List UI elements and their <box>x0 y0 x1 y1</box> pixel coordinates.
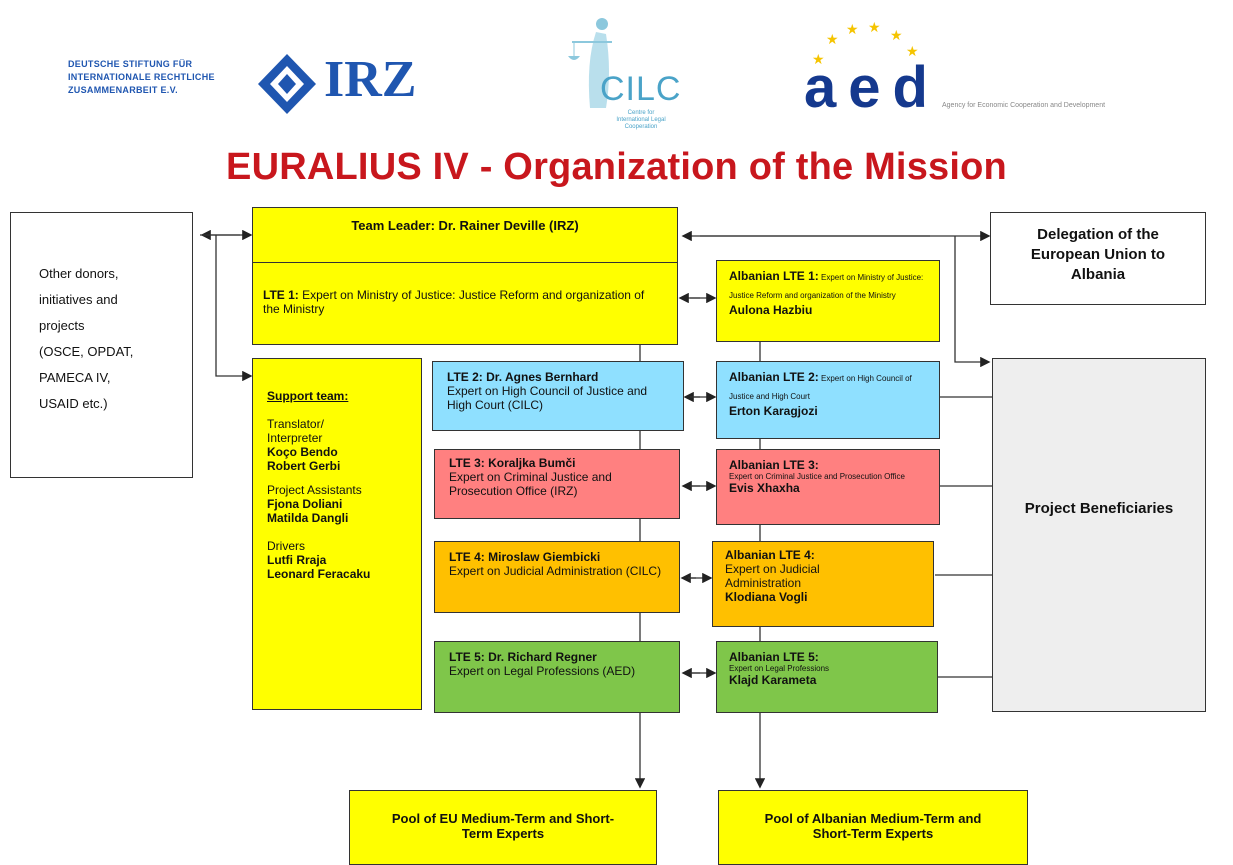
lte3-desc: Expert on Criminal Justice and Prosecuti… <box>449 470 612 498</box>
albanian-lte5-desc: Expert on Legal Professions <box>729 664 830 673</box>
other-donors-line: Other donors, <box>39 266 119 281</box>
lte2-name: LTE 2: Dr. Agnes Bernhard <box>447 370 599 384</box>
albanian-lte5-label: Albanian LTE 5: <box>729 650 819 664</box>
other-donors-box: Other donors, initiatives and projects (… <box>10 212 193 478</box>
irz-logo: DEUTSCHE STIFTUNG FÜR INTERNATIONALE REC… <box>68 51 438 132</box>
lte3-name: LTE 3: Koraljka Bumči <box>449 456 576 470</box>
lte1-text: LTE 1: Expert on Ministry of Justice: Ju… <box>263 288 663 316</box>
lte3-box: LTE 3: Koraljka Bumči Expert on Criminal… <box>434 449 680 519</box>
delegation-box: Delegation of the European Union to Alba… <box>990 212 1206 305</box>
support-team-heading: Support team: <box>267 389 349 403</box>
justice-figure-icon <box>568 18 612 108</box>
albanian-lte5-name: Klajd Karameta <box>729 673 817 687</box>
albanian-lte1-name: Aulona Hazbiu <box>729 303 813 317</box>
drivers-role: Drivers <box>267 539 305 553</box>
albanian-lte2-name: Erton Karagjozi <box>729 404 818 418</box>
irz-wordmark: IRZ <box>324 51 417 108</box>
albanian-lte3-desc: Expert on Criminal Justice and Prosecuti… <box>729 472 905 481</box>
translator-role: Translator/ Interpreter <box>267 417 324 445</box>
cilc-logo: CILC Centre for International Legal Coop… <box>560 12 710 140</box>
svg-text:★: ★ <box>906 44 919 60</box>
cilc-subtitle: Centre for International Legal Cooperati… <box>606 110 676 131</box>
svg-text:★: ★ <box>868 20 881 36</box>
aed-wordmark: aed <box>804 55 940 120</box>
albanian-lte3-box: Albanian LTE 3: Expert on Criminal Justi… <box>716 449 940 525</box>
other-donors-line: USAID etc.) <box>39 396 108 411</box>
svg-text:★: ★ <box>826 32 839 48</box>
albanian-lte5-box: Albanian LTE 5: Expert on Legal Professi… <box>716 641 938 713</box>
lte4-desc: Expert on Judicial Administration (CILC) <box>449 564 662 578</box>
albanian-lte1-desc: Expert on Ministry of Justice: Justice R… <box>729 273 924 300</box>
albanian-lte3-label: Albanian LTE 3: <box>729 458 819 472</box>
albanian-lte2-label: Albanian LTE 2: <box>729 370 819 384</box>
cilc-wordmark: CILC <box>600 70 682 108</box>
albanian-lte2-desc: Expert on High Council of Justice and Hi… <box>729 374 912 401</box>
albanian-lte1-label: Albanian LTE 1: <box>729 269 819 283</box>
lte2-desc: Expert on High Council of Justice and Hi… <box>447 384 648 412</box>
lte2-box: LTE 2: Dr. Agnes Bernhard Expert on High… <box>432 361 684 431</box>
lte5-name: LTE 5: Dr. Richard Regner <box>449 650 597 664</box>
eu-pool-box: Pool of EU Medium-Term and Short-Term Ex… <box>349 790 657 865</box>
beneficiaries-box: Project Beneficiaries <box>992 358 1206 712</box>
cilc-subtitle-line: Centre for <box>627 110 655 116</box>
other-donors-line: projects <box>39 318 85 333</box>
irz-subtitle-line: DEUTSCHE STIFTUNG FÜR <box>68 59 193 69</box>
assistants-role: Project Assistants <box>267 483 362 497</box>
team-leader-box: Team Leader: Dr. Rainer Deville (IRZ) LT… <box>252 207 678 345</box>
delegation-text: Delegation of the European Union to Alba… <box>1030 226 1166 283</box>
lte1-desc: Expert on Ministry of Justice: Justice R… <box>263 288 645 316</box>
irz-subtitle-line: INTERNATIONALE RECHTLICHE <box>68 72 215 82</box>
albanian-lte4-box: Albanian LTE 4: Expert on Judicial Admin… <box>712 541 934 627</box>
irz-subtitle-line: ZUSAMMENARBEIT E.V. <box>68 85 178 95</box>
albanian-pool-box: Pool of Albanian Medium-Term and Short-T… <box>718 790 1028 865</box>
lte4-name: LTE 4: Miroslaw Giembicki <box>449 550 601 564</box>
driver-name: Leonard Feracaku <box>267 567 371 581</box>
aed-subtitle: Agency for Economic Cooperation and Deve… <box>942 102 1106 109</box>
albanian-lte4-name: Klodiana Vogli <box>725 590 808 604</box>
other-donors-line: (OSCE, OPDAT, <box>39 344 134 359</box>
irz-subtitle: DEUTSCHE STIFTUNG FÜR INTERNATIONALE REC… <box>68 58 268 97</box>
translator-name: Koço Bendo <box>267 445 338 459</box>
albanian-lte3-name: Evis Xhaxha <box>729 481 800 495</box>
other-donors-line: PAMECA IV, <box>39 370 111 385</box>
albanian-pool-text: Pool of Albanian Medium-Term and Short-T… <box>764 811 982 841</box>
eu-pool-text: Pool of EU Medium-Term and Short-Term Ex… <box>391 811 615 841</box>
lte4-box: LTE 4: Miroslaw Giembicki Expert on Judi… <box>434 541 680 613</box>
albanian-lte4-label: Albanian LTE 4: <box>725 548 815 562</box>
other-donors-line: initiatives and <box>39 292 118 307</box>
irz-diamond-icon <box>258 54 316 114</box>
albanian-lte4-desc: Expert on Judicial Administration <box>725 562 820 590</box>
page-title: EURALIUS IV - Organization of the Missio… <box>226 146 1007 188</box>
driver-name: Lutfi Rraja <box>267 553 327 567</box>
support-team-box: Support team: Translator/ Interpreter Ko… <box>252 358 422 710</box>
team-leader-title: Team Leader: Dr. Rainer Deville (IRZ) <box>351 218 579 233</box>
lte1-label: LTE 1: <box>263 288 299 302</box>
svg-text:★: ★ <box>846 22 859 38</box>
team-leader-divider <box>253 262 677 263</box>
eu-stars-icon: ★ ★ ★ ★ ★ ★ <box>812 20 919 68</box>
cilc-subtitle-line: Cooperation <box>624 124 658 130</box>
svg-text:★: ★ <box>890 28 903 44</box>
assistant-name: Fjona Doliani <box>267 497 343 511</box>
assistant-name: Matilda Dangli <box>267 511 349 525</box>
translator-name: Robert Gerbi <box>267 459 341 473</box>
lte5-desc: Expert on Legal Professions (AED) <box>449 664 636 678</box>
cilc-subtitle-line: International Legal <box>616 117 666 123</box>
aed-logo: ★ ★ ★ ★ ★ ★ aed Agency for Economic Coop… <box>800 20 1220 120</box>
svg-text:★: ★ <box>812 52 825 68</box>
beneficiaries-text: Project Beneficiaries <box>1024 500 1174 517</box>
albanian-lte2-box: Albanian LTE 2: Expert on High Council o… <box>716 361 940 439</box>
lte5-box: LTE 5: Dr. Richard Regner Expert on Lega… <box>434 641 680 713</box>
albanian-lte1-box: Albanian LTE 1: Expert on Ministry of Ju… <box>716 260 940 342</box>
